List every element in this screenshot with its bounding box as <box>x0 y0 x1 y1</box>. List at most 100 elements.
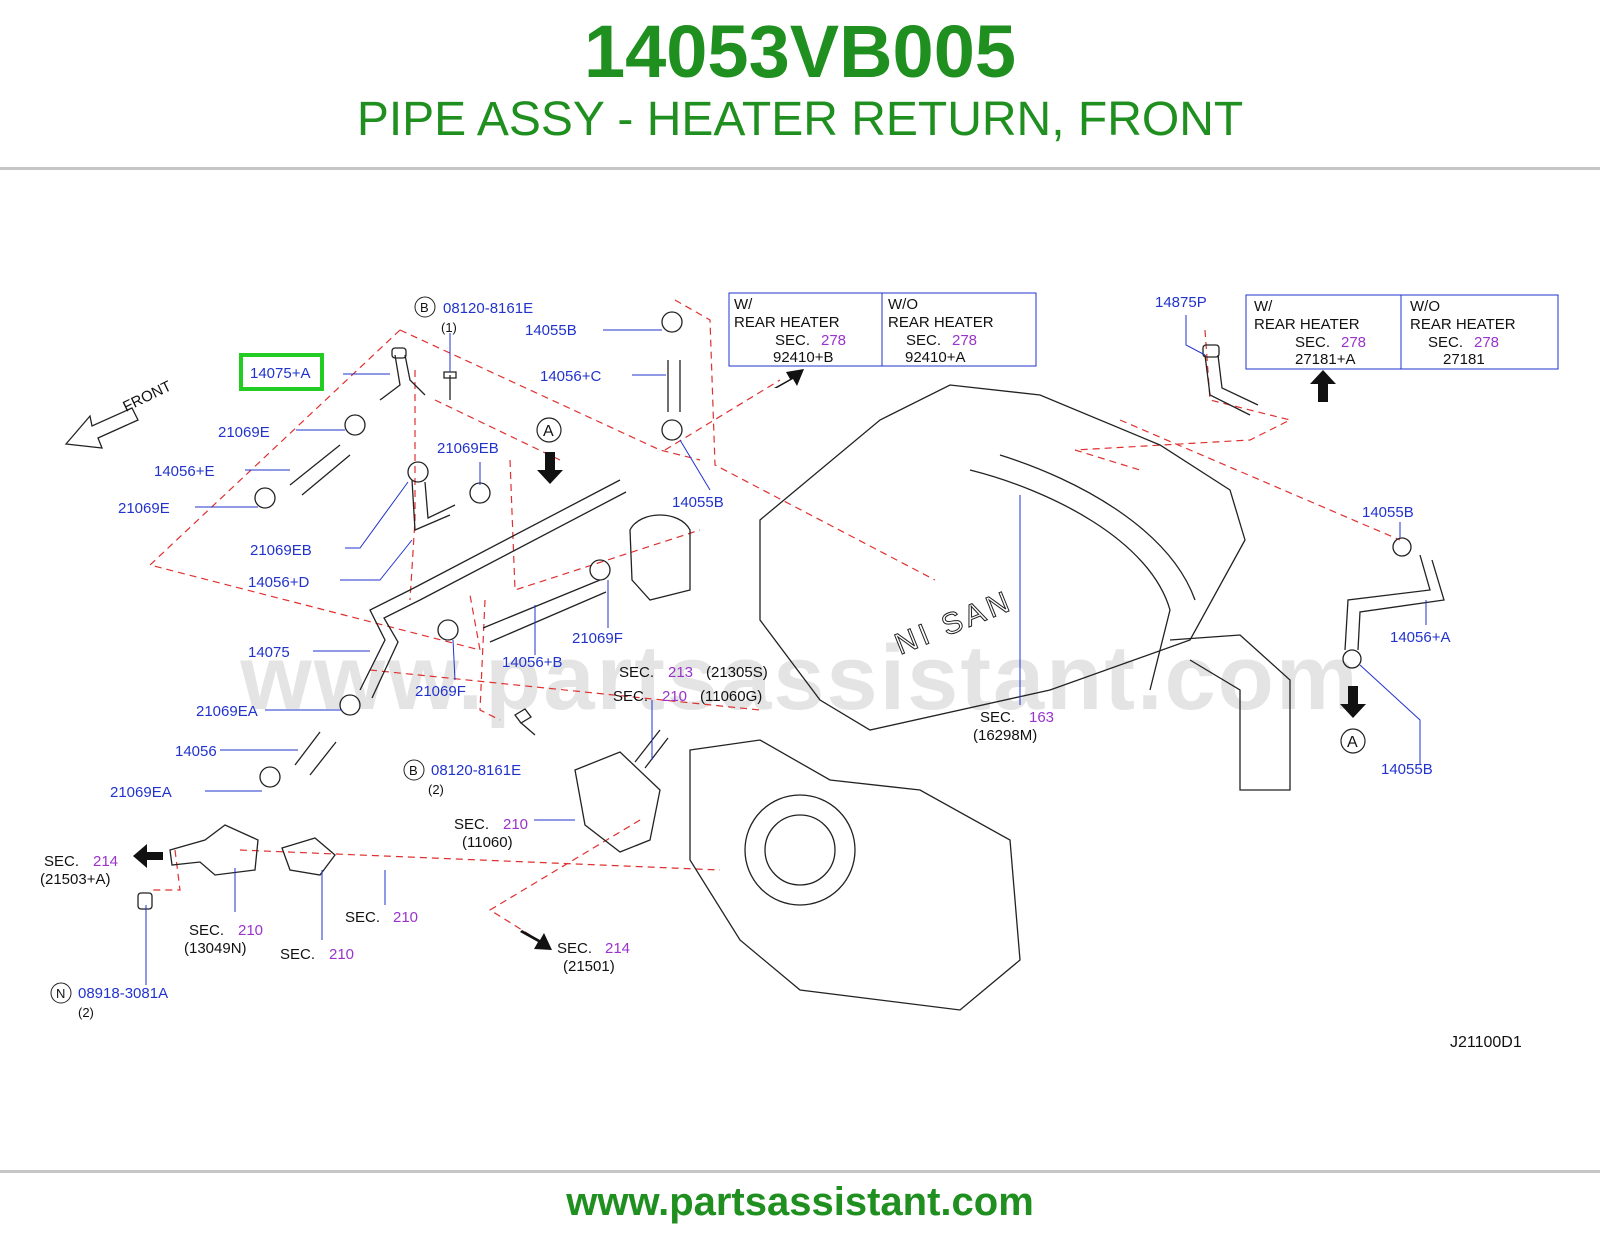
footer-url[interactable]: www.partsassistant.com <box>566 1180 1034 1224</box>
label-21069E-1[interactable]: 21069E <box>218 424 270 441</box>
leader-lines <box>145 315 1427 985</box>
parts-diagram: FRONT 14075+A 21069E <box>0 170 1600 1170</box>
sec-210-stud[interactable]: SEC. 210 <box>345 909 418 926</box>
sec-214-21503A[interactable]: SEC. 214 (21503+A) <box>40 853 118 888</box>
label-14056D[interactable]: 14056+D <box>248 574 309 591</box>
label-21069EA-2[interactable]: 21069EA <box>110 784 172 801</box>
svg-text:163: 163 <box>1029 709 1054 726</box>
hose-14056B <box>482 579 607 643</box>
label-nut[interactable]: 08918-3081A <box>78 985 168 1002</box>
clamp-21069E-2 <box>254 487 276 509</box>
part-name-subtitle: PIPE ASSY - HEATER RETURN, FRONT <box>356 93 1244 146</box>
qty-nut: (2) <box>78 1005 94 1020</box>
label-bolt-top[interactable]: 08120-8161E <box>443 300 533 317</box>
svg-text:SEC.: SEC. <box>613 688 648 705</box>
clamp-21069F-1 <box>437 619 459 641</box>
label-14875P[interactable]: 14875P <box>1155 294 1207 311</box>
svg-text:SEC.: SEC. <box>44 853 79 870</box>
sec-210-13049N[interactable]: SEC. 210 (13049N) <box>184 922 263 957</box>
svg-text:214: 214 <box>605 940 630 957</box>
label-21069EB-2[interactable]: 21069EB <box>250 542 312 559</box>
svg-text:(16298M): (16298M) <box>973 727 1037 744</box>
label-21069EA-1[interactable]: 21069EA <box>196 703 258 720</box>
svg-text:278: 278 <box>1474 334 1499 351</box>
highlight-box <box>239 353 324 391</box>
sec-210-11060[interactable]: SEC. 210 (11060) <box>454 816 528 851</box>
circle-a-left-letter: A <box>543 423 554 440</box>
label-14055B-1[interactable]: 14055B <box>525 322 577 339</box>
svg-text:27181: 27181 <box>1443 351 1485 368</box>
svg-text:REAR HEATER: REAR HEATER <box>888 314 994 331</box>
arrow-down-a-left <box>537 452 563 484</box>
page-header: 14053VB005 PIPE ASSY - HEATER RETURN, FR… <box>0 0 1600 168</box>
label-14056[interactable]: 14056 <box>175 743 217 760</box>
svg-text:210: 210 <box>329 946 354 963</box>
svg-text:278: 278 <box>952 332 977 349</box>
label-21069EB-1[interactable]: 21069EB <box>437 440 499 457</box>
diagram-svg: FRONT 14075+A 21069E <box>40 292 1559 1051</box>
svg-text:(21501): (21501) <box>563 958 615 975</box>
label-14056B[interactable]: 14056+B <box>502 654 562 671</box>
svg-text:(13049N): (13049N) <box>184 940 247 957</box>
circle-a-right <box>1340 728 1366 754</box>
svg-text:(11060G): (11060G) <box>700 688 762 705</box>
svg-text:(21503+A): (21503+A) <box>40 871 110 888</box>
sec-163[interactable]: SEC. 163 (16298M) <box>973 709 1054 744</box>
part-drawings <box>137 311 1445 1011</box>
arrow-to-box-left <box>774 369 804 388</box>
label-21069F-1[interactable]: 21069F <box>415 683 466 700</box>
label-14056A[interactable]: 14056+A <box>1390 629 1450 646</box>
water-outlet <box>169 824 259 876</box>
circle-b-mid-letter: B <box>409 763 418 778</box>
valve-assy <box>629 514 691 601</box>
bolt-top <box>443 371 457 400</box>
label-bolt-mid[interactable]: 08120-8161E <box>431 762 521 779</box>
engine-logo: NI SAN <box>890 584 1017 661</box>
svg-text:SEC.: SEC. <box>189 922 224 939</box>
label-14055B-3[interactable]: 14055B <box>1362 504 1414 521</box>
arrow-left-sec214 <box>133 844 163 868</box>
svg-text:W/: W/ <box>1254 298 1273 315</box>
front-label: FRONT <box>120 378 174 416</box>
gasket <box>281 837 336 876</box>
label-14056C[interactable]: 14056+C <box>540 368 601 385</box>
label-21069E-2[interactable]: 21069E <box>118 500 170 517</box>
right-bracket <box>1169 634 1291 791</box>
sec-214-21501[interactable]: SEC. 214 (21501) <box>557 940 630 975</box>
hose-14056D <box>411 479 456 531</box>
diagram-code: J21100D1 <box>1450 1034 1522 1051</box>
label-14056E[interactable]: 14056+E <box>154 463 214 480</box>
pipe-14875P <box>1204 354 1259 416</box>
label-14055B-4[interactable]: 14055B <box>1381 761 1433 778</box>
circle-b-top <box>414 296 436 318</box>
label-14075A[interactable]: 14075+A <box>250 365 310 382</box>
svg-text:W/O: W/O <box>1410 298 1440 315</box>
label-14055B-2[interactable]: 14055B <box>672 494 724 511</box>
transmission <box>689 739 1021 1011</box>
label-21069F-2[interactable]: 21069F <box>572 630 623 647</box>
nut <box>137 892 153 910</box>
label-14075[interactable]: 14075 <box>248 644 290 661</box>
pipe-14075A <box>379 354 426 401</box>
guide-lines <box>148 299 1401 936</box>
qty-bolt-top: (1) <box>441 320 457 335</box>
pipe-14075 <box>359 479 627 699</box>
bolt-mid <box>514 708 536 736</box>
svg-text:SEC.: SEC. <box>775 332 810 349</box>
sec-210-gasket[interactable]: SEC. 210 <box>280 946 354 963</box>
circle-n <box>50 982 72 1004</box>
svg-text:210: 210 <box>238 922 263 939</box>
clamp-14055B-4 <box>1342 649 1362 669</box>
sec-213[interactable]: SEC. 213 (21305S) <box>619 664 768 681</box>
svg-text:210: 210 <box>662 688 687 705</box>
info-box-right: W/ REAR HEATER SEC. 278 27181+A W/O REAR… <box>1245 294 1559 370</box>
svg-text:REAR HEATER: REAR HEATER <box>1254 316 1360 333</box>
hose-14056A <box>1344 554 1445 651</box>
clamp-14055B-2 <box>661 419 683 441</box>
sec-210-11060G[interactable]: SEC. 210 (11060G) <box>613 688 762 705</box>
air-duct <box>969 454 1196 691</box>
svg-text:SEC.: SEC. <box>906 332 941 349</box>
circle-a-left <box>536 417 562 443</box>
clamp-21069EA-2 <box>259 766 281 788</box>
header-divider <box>0 167 1600 170</box>
